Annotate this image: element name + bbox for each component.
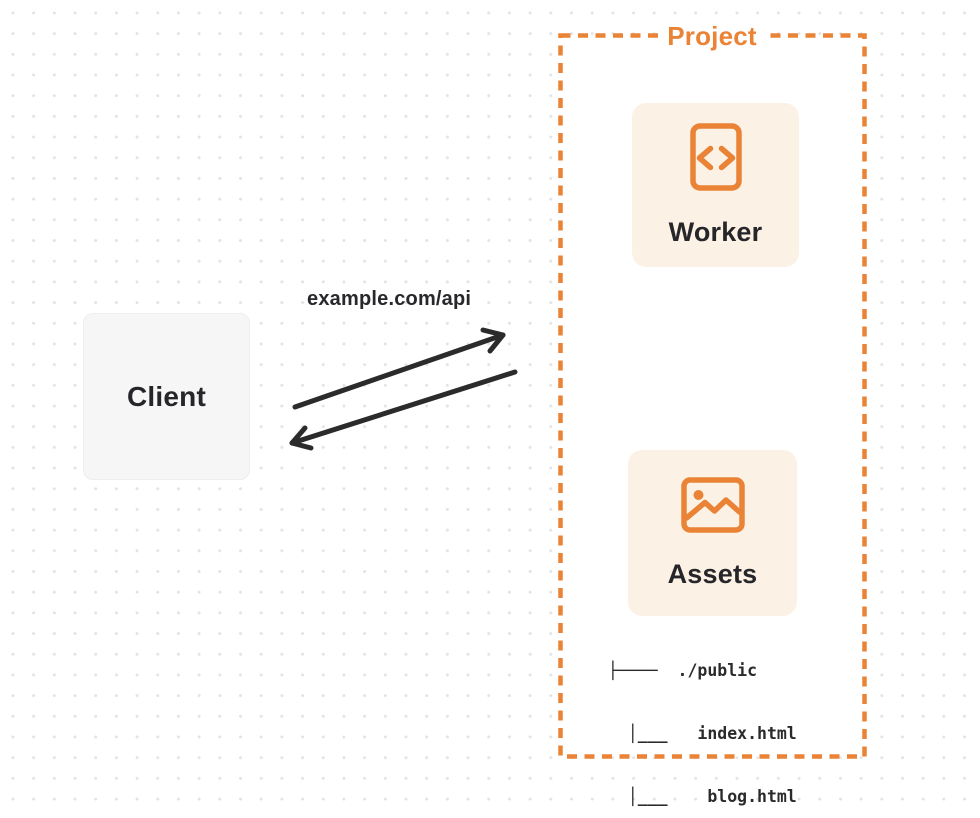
assets-file-tree: ├──── ./public │___ index.html │___ blog… bbox=[608, 618, 797, 818]
worker-node: Worker bbox=[632, 103, 799, 267]
assets-label: Assets bbox=[667, 558, 758, 589]
assets-node: Assets bbox=[628, 450, 797, 616]
response-arrow bbox=[289, 369, 518, 451]
file-tree-line-public: ├──── ./public bbox=[608, 661, 758, 680]
image-icon bbox=[680, 476, 745, 533]
worker-label: Worker bbox=[668, 216, 763, 247]
client-label: Client bbox=[127, 380, 206, 412]
project-title: Project bbox=[658, 21, 766, 52]
code-document-icon bbox=[689, 122, 742, 191]
file-tree-line-blog: │___ blog.html bbox=[608, 787, 797, 806]
request-url-label: example.com/api bbox=[307, 288, 472, 310]
client-node: Client bbox=[83, 313, 250, 480]
request-arrow bbox=[292, 327, 506, 410]
file-tree-line-index: │___ index.html bbox=[608, 724, 797, 743]
